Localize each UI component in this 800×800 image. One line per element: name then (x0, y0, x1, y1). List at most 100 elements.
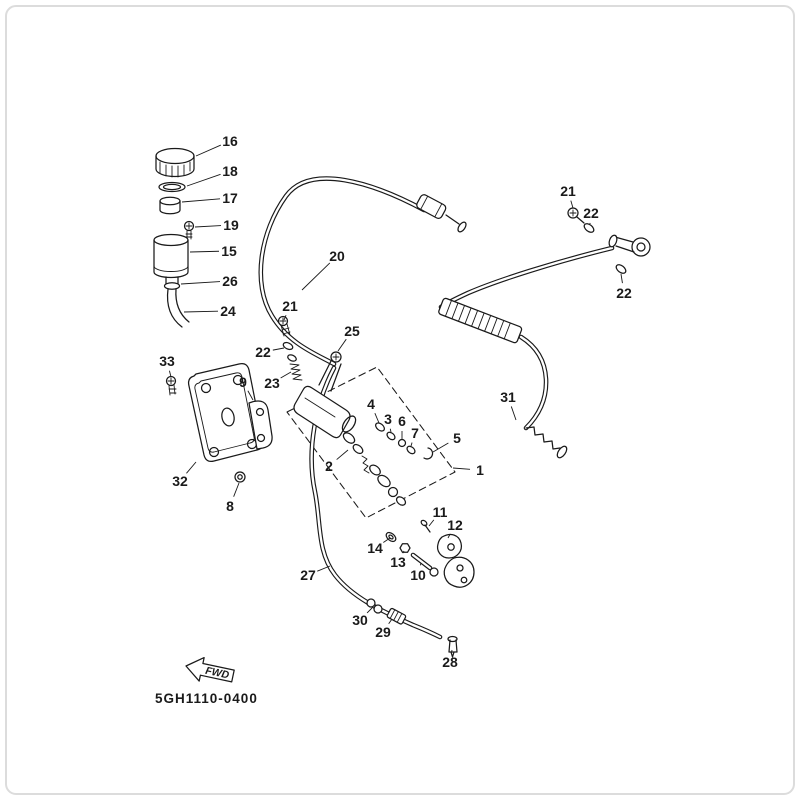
part-number-6: 6 (398, 413, 406, 429)
part-number-8: 8 (226, 498, 234, 514)
part-number-21: 21 (282, 298, 298, 314)
clevis-pin-28 (447, 635, 458, 658)
part-number-29: 29 (375, 624, 391, 640)
part-number-33: 33 (159, 353, 175, 369)
callout-28-35: 28 (442, 649, 458, 670)
circlip-5 (423, 447, 434, 460)
part-number-23: 23 (264, 375, 280, 391)
reservoir-body-15 (153, 233, 189, 285)
part-number-5: 5 (453, 430, 461, 446)
callout-2-19: 2 (325, 449, 349, 474)
lock-nuts-30 (366, 598, 383, 614)
rear-brake-hose-31 (438, 207, 651, 459)
part-number-4: 4 (367, 396, 375, 412)
callout-17-2: 17 (181, 190, 238, 206)
part-number-24: 24 (220, 303, 236, 319)
part-number-22: 22 (616, 285, 632, 301)
page-border (5, 5, 795, 795)
part-number-20: 20 (329, 248, 345, 264)
banjo-fitting (608, 234, 651, 257)
part-number-30: 30 (352, 612, 368, 628)
cap-ring-18 (158, 181, 186, 193)
callout-16-0: 16 (195, 133, 238, 157)
cable-stay-9 (248, 400, 273, 450)
callout-29-34: 29 (375, 618, 393, 640)
pivot-bolt-25 (318, 351, 342, 392)
callout-22-14: 22 (616, 273, 632, 301)
part-number-14: 14 (367, 540, 383, 556)
part-number-10: 10 (410, 567, 426, 583)
callout-20-7: 20 (301, 248, 345, 291)
washer-4 (375, 422, 385, 432)
callout-24-6: 24 (183, 303, 236, 319)
callout-21-12: 21 (560, 183, 576, 209)
cable-adjuster (438, 297, 523, 344)
part-number-7: 7 (411, 425, 419, 441)
banjo-washer-22-upper (583, 223, 595, 233)
washers-22-left (282, 341, 297, 362)
part-number-31: 31 (500, 389, 516, 405)
callout-4-20: 4 (367, 396, 380, 424)
part-number-22: 22 (583, 205, 599, 221)
part-number-9: 9 (239, 374, 247, 390)
part-number-25: 25 (344, 323, 360, 339)
reservoir-cap-16 (155, 147, 195, 178)
part-number-19: 19 (223, 217, 239, 233)
callout-7-23: 7 (410, 425, 419, 447)
callout-5-24: 5 (432, 430, 461, 453)
plate-screw-33 (165, 375, 177, 396)
part-number-2: 2 (325, 458, 333, 474)
reservoir-screw-19 (183, 220, 195, 240)
callout-23-10: 23 (264, 371, 292, 391)
callout-13-30: 13 (390, 550, 406, 570)
mounting-plate-32 (187, 363, 264, 462)
part-number-1: 1 (476, 462, 484, 478)
callout-1-25: 1 (452, 462, 484, 478)
callout-30-33: 30 (352, 607, 373, 628)
cable-end-fitting (416, 194, 447, 219)
callout-10-31: 10 (410, 562, 426, 583)
part-number-3: 3 (384, 411, 392, 427)
cable-adjuster-29 (386, 607, 407, 625)
fwd-label: FWD (204, 665, 230, 682)
callout-8-18: 8 (226, 482, 240, 514)
callout-25-11: 25 (337, 323, 360, 352)
washer-14 (385, 531, 397, 543)
push-rod-10 (410, 552, 439, 577)
part-number-11: 11 (433, 504, 448, 520)
callout-12-28: 12 (447, 517, 463, 539)
part-number-13: 13 (390, 554, 406, 570)
piston-kit-2 (342, 432, 407, 506)
clamp-screw-21-left (277, 315, 291, 337)
part-number-22: 22 (255, 344, 271, 360)
washer-3 (386, 431, 396, 441)
part-number-15: 15 (221, 243, 237, 259)
clevis-joint-12 (436, 533, 463, 559)
callout-15-4: 15 (189, 243, 237, 259)
hose-clamp-26 (163, 282, 181, 290)
fwd-arrow: FWD (185, 656, 235, 683)
callout-26-5: 26 (180, 273, 238, 289)
callout-21-8: 21 (282, 298, 298, 321)
part-number-27: 27 (300, 567, 316, 583)
banjo-bolt-21 (567, 207, 585, 224)
diagram-code: 5GH1110-0400 (155, 691, 258, 706)
master-cylinder-body (293, 385, 357, 439)
part-number-32: 32 (172, 473, 188, 489)
callout-18-1: 18 (186, 163, 238, 187)
callout-22-13: 22 (583, 205, 599, 225)
callout-27-32: 27 (300, 565, 331, 583)
diaphragm-17 (159, 196, 181, 215)
washer-7 (406, 445, 416, 455)
callout-14-29: 14 (367, 537, 391, 556)
return-spring (525, 426, 568, 459)
part-number-21: 21 (560, 183, 576, 199)
callout-19-3: 19 (194, 217, 239, 233)
master-cylinder-kit-box (286, 366, 456, 519)
part-number-18: 18 (222, 163, 238, 179)
spring-23 (289, 363, 303, 381)
callout-9-16: 9 (239, 374, 254, 401)
